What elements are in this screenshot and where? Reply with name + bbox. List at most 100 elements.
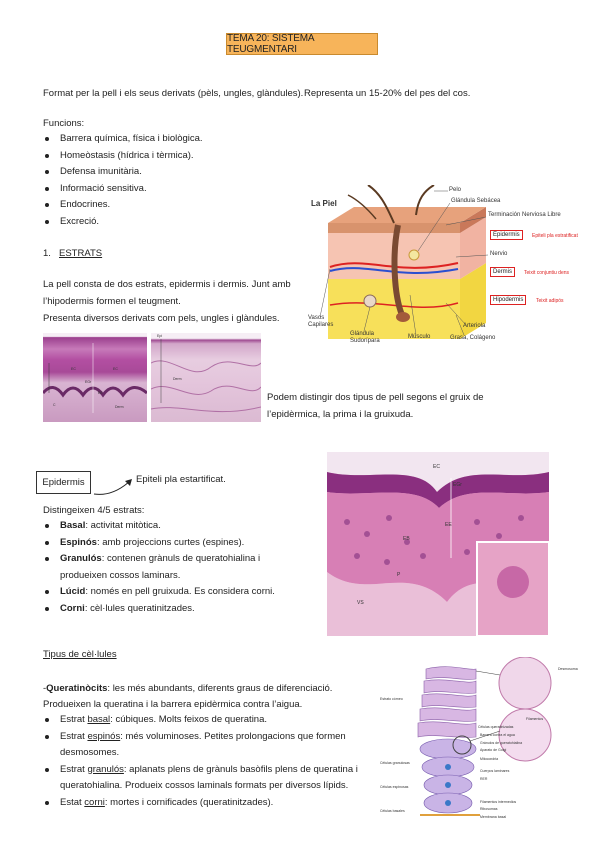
cell-type-pre: Estat xyxy=(60,796,85,808)
label-egr-1: EGr xyxy=(85,380,92,384)
label-celulas-espinosas: Células espinosas xyxy=(380,785,409,789)
cell-types-title: Tipus de cèl·lules xyxy=(43,649,117,660)
kera-name: Queratinòcits xyxy=(46,683,108,694)
label-vasos: Vasos xyxy=(308,315,325,321)
function-item: Informació sensitiva. xyxy=(43,181,203,198)
function-item: Endocrines. xyxy=(43,197,203,214)
label-terminacion-nerviosa: Terminación Nerviosa Libre xyxy=(488,212,561,218)
stratum-desc: : amb projeccions curtes (espines). xyxy=(96,536,245,548)
intro-right: Representa un 15-20% del pes del cos. xyxy=(304,88,471,99)
cell-type-name: espinós xyxy=(87,730,121,742)
kera-prefix: - xyxy=(43,683,47,694)
layer-epidermis-note: Epiteli pla estratificat xyxy=(532,233,578,239)
skin-diagram: La Piel Pelo Glándula Sebácea Terminació… xyxy=(306,184,584,345)
label-ec-1: EC xyxy=(71,367,76,371)
cell-type-item: Estrat granulós: aplanats plens de grànu… xyxy=(43,762,358,795)
stratum-name: Basal xyxy=(60,520,86,531)
histology-epidermis-drawing xyxy=(327,452,549,636)
strata-heading: Distingeixen 4/5 estrats: xyxy=(43,505,145,516)
cell-types-list: Estrat basal: cúbiques. Molts feixos de … xyxy=(43,712,358,811)
strata-list: Basal: activitat mitòtica. Espinós: amb … xyxy=(43,518,275,617)
cell-type-item: Estrat espinós: més voluminoses. Petites… xyxy=(43,729,358,762)
two-types-line-2: l’epidèrmica, la prima i la gruixuda. xyxy=(267,409,414,420)
label-ribosomas: Ribosomas xyxy=(480,807,498,811)
histology-epidermis: EC EGr EE EB P VS xyxy=(327,452,549,636)
label-p: P xyxy=(397,572,401,578)
cell-type-desc: : mortes i cornificades (queratinitzades… xyxy=(104,796,274,808)
cell-type-pre: Estrat xyxy=(60,714,88,725)
functions-list: Barrera química, física i biològica. Hom… xyxy=(43,131,203,230)
stratum-item: Granulós: contenen grànuls de queratohia… xyxy=(43,551,275,584)
cell-type-desc-cont: desmosomes. xyxy=(60,747,120,758)
label-ee-1: EE xyxy=(98,391,103,395)
label-grasa: Grasa, Colágeno xyxy=(450,335,496,341)
label-capilares: Capilares xyxy=(308,322,334,328)
label-eb: EB xyxy=(403,536,410,542)
label-egr-2: EGr xyxy=(453,482,462,488)
strata-paragraph-2: l’hipodermis formen el teugment. xyxy=(43,296,181,307)
layer-dermis: Dermis xyxy=(490,267,515,277)
page-title: TEMA 20: SISTEMA TEUGMENTARI xyxy=(226,33,378,55)
stratum-name: Corni xyxy=(60,602,85,614)
cell-type-desc: : més voluminoses. Petites prolongacions… xyxy=(120,730,346,742)
strata-paragraph-1: La pell consta de dos estrats, epidermis… xyxy=(43,279,291,290)
function-item: Homeòstasis (hídrica i tèrmica). xyxy=(43,148,203,165)
layer-dermis-note: Teixit conjuntiu dens xyxy=(524,270,570,276)
histology-thick-skin: EC EGr EC EE Derm C xyxy=(43,333,147,422)
epidermis-box: Epidermis xyxy=(36,471,91,494)
label-derm-1: Derm xyxy=(115,405,124,409)
arrow-icon xyxy=(93,479,132,495)
label-sudoripara: Sudorípara xyxy=(350,338,380,344)
function-item: Barrera química, física i biològica. xyxy=(43,131,203,148)
label-musculo: Músculo xyxy=(408,334,431,340)
cell-type-name: granulós xyxy=(87,763,124,775)
cell-type-pre: Estrat xyxy=(60,730,88,742)
label-glandula: Glándula xyxy=(350,331,375,337)
label-filamentos: Filamentos xyxy=(526,717,544,721)
stratum-desc: : només en pell gruixuda. Es considera c… xyxy=(85,586,275,597)
label-ec-2: EC xyxy=(113,367,118,371)
keratinocytes-line-2: Produeixen la queratina i la barrera epi… xyxy=(43,699,303,710)
layer-hipodermis-note: Teixit adipós xyxy=(536,298,564,304)
label-desmosoma: Desmosoma xyxy=(558,667,578,671)
cell-type-desc: : cúbiques. Molts feixos de queratina. xyxy=(110,714,268,725)
stratum-name: Lúcid xyxy=(60,586,86,597)
histology-thin-texture xyxy=(151,339,261,413)
label-celulas-granulosas: Células granulosas xyxy=(380,761,410,765)
label-granulos-queratohialina: Gránulos de queratohialina xyxy=(480,741,523,745)
stratum-desc: : cèl·lules queratinitzades. xyxy=(84,602,195,614)
label-rer: RER xyxy=(480,777,488,781)
strata-paragraph-3: Presenta diversos derivats com pels, ung… xyxy=(43,313,280,324)
cell-type-name: corni xyxy=(84,796,105,808)
label-ee-2: EE xyxy=(445,522,452,528)
stratum-name: Granulós xyxy=(60,553,102,564)
stratum-item: Corni: cèl·lules queratinitzades. xyxy=(43,601,275,618)
keratinocyte-diagram: Desmosoma Filamentos Células queratiniza… xyxy=(380,656,580,825)
label-pelo: Pelo xyxy=(449,187,462,193)
cell-type-item: Estat corni: mortes i cornificades (quer… xyxy=(43,795,358,812)
stratum-desc: : activitat mitòtica. xyxy=(85,520,161,531)
label-arteriola: Arteriola xyxy=(463,323,486,329)
label-filamentos-intermedios: Filamentos intermedios xyxy=(480,800,517,804)
section-number: 1. xyxy=(43,248,51,259)
stratum-item: Basal: activitat mitòtica. xyxy=(43,518,275,535)
histology-thick-texture xyxy=(43,343,147,413)
function-item: Defensa imunitària. xyxy=(43,164,203,181)
keratinocytes-line-1: -Queratinòcits: les més abundants, difer… xyxy=(43,683,332,695)
label-membrana-basal: Membrana basal xyxy=(480,815,507,819)
label-mitocondria: Mitocondria xyxy=(480,757,499,761)
cell-type-desc: : aplanats plens de grànuls basòfils ple… xyxy=(123,763,358,775)
label-vs: VS xyxy=(357,600,364,606)
skin-diagram-drawing xyxy=(319,184,489,339)
epidermis-arrow-text: Epiteli pla estartificat. xyxy=(136,474,226,485)
intro-left: Format per la pell i els seus derivats (… xyxy=(43,88,304,99)
stratum-item: Espinós: amb projeccions curtes (espines… xyxy=(43,535,275,552)
skin-diagram-title: La Piel xyxy=(311,199,337,208)
section-title: ESTRATS xyxy=(59,248,103,259)
label-nervio: Nervio xyxy=(490,251,508,257)
layer-epidermis: Epidermis xyxy=(490,230,523,240)
label-estrato-corneo: Estrato córneo xyxy=(380,697,403,701)
cell-type-pre: Estrat xyxy=(60,763,88,775)
keratinocyte-diagram-drawing xyxy=(417,656,552,816)
layer-hipodermis: Hipodermis xyxy=(490,295,527,305)
